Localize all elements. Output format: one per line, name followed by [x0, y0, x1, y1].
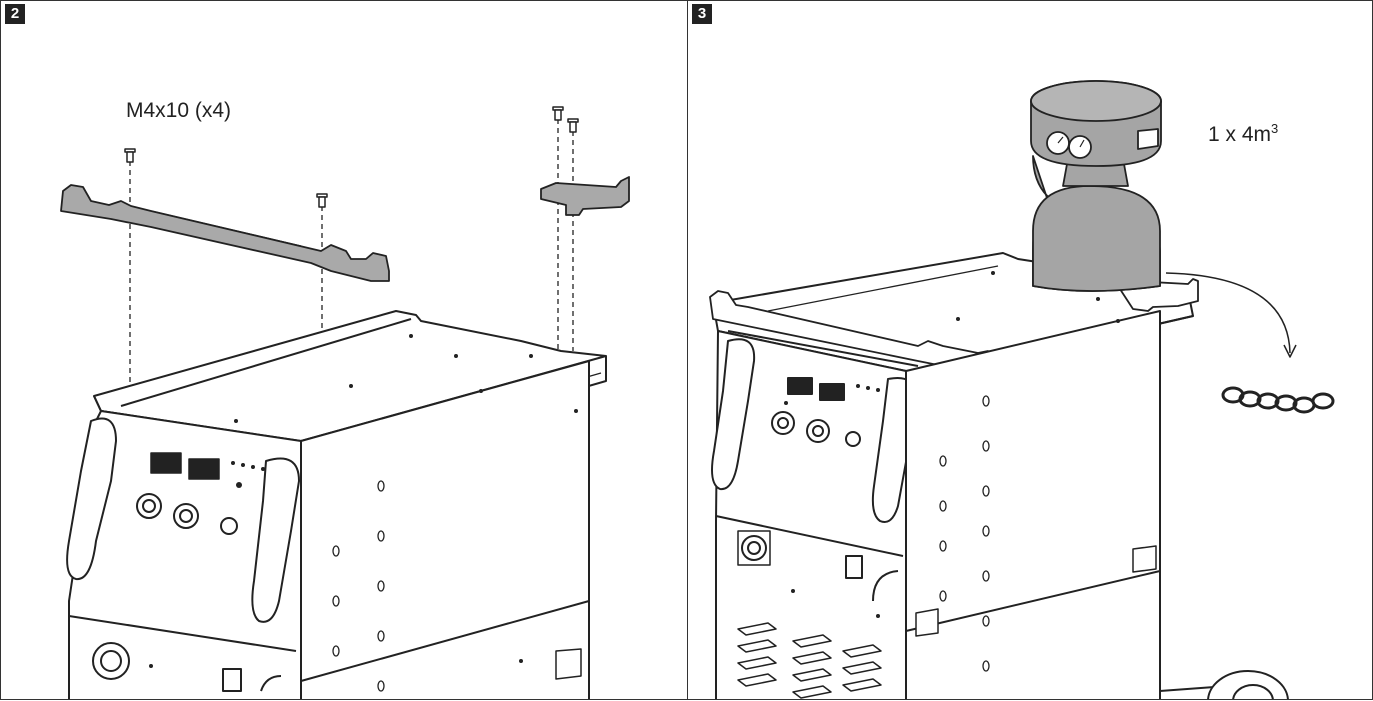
- step-number-badge: 3: [692, 4, 712, 24]
- screw-spec-label: M4x10 (x4): [126, 99, 232, 122]
- welder-side-panel: [300, 360, 590, 699]
- knob-icon: [771, 411, 861, 447]
- step-3-panel: 3 1 x 4m3: [687, 0, 1373, 700]
- small-angle-bracket: [540, 176, 630, 216]
- knob-icon: [136, 493, 238, 535]
- wheel: [1159, 670, 1289, 699]
- cylinder-size-value: 1 x 4m: [1208, 123, 1272, 146]
- handle-icon: [66, 417, 300, 623]
- long-support-bracket: [60, 184, 390, 282]
- gas-cylinder-size-label: 1 x 4m3: [1208, 121, 1278, 147]
- chain-icon: [1221, 386, 1335, 414]
- ventilation-slots: [737, 622, 882, 699]
- welder-side-panel: [905, 310, 1161, 699]
- screw-icon: [124, 106, 579, 208]
- step-2-panel: 2 M4x10 (x4): [0, 0, 688, 700]
- step-2-illustration: [60, 106, 630, 699]
- step-number-badge: 2: [5, 4, 25, 24]
- welder-front-panel: [68, 410, 302, 699]
- welder-front-panel: [715, 330, 907, 699]
- cylinder-size-unit-exponent: 3: [1271, 121, 1279, 136]
- step-3-illustration: [709, 80, 1335, 699]
- display-icon: [150, 452, 220, 480]
- gas-cylinder-icon: [1030, 80, 1162, 292]
- display-icon: [787, 377, 845, 401]
